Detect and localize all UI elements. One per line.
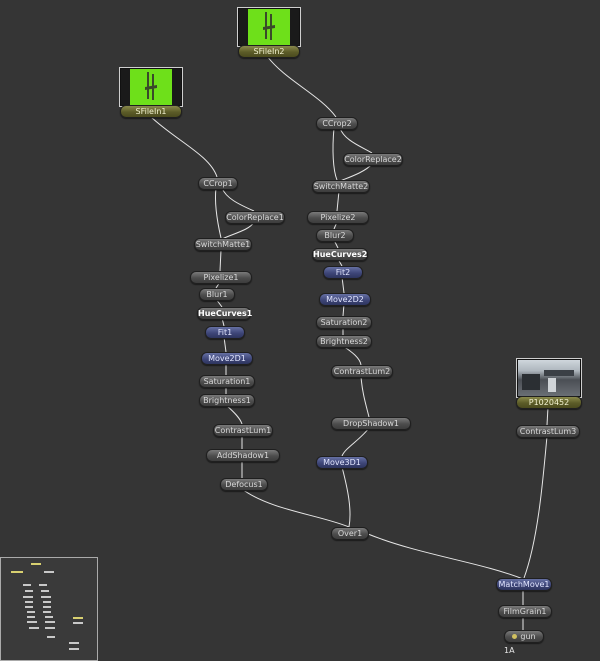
node-blur2[interactable]: Blur2 [316,229,354,242]
node-move2d2[interactable]: Move2D2 [319,293,371,306]
building-photo-thumbnail [518,360,580,396]
wire-brightness2-contrastlum2 [342,345,362,366]
node-contrastlum1[interactable]: ContrastLum1 [213,424,273,437]
p1020452-thumbnail[interactable] [516,358,582,398]
wire-switchmatte1-pixelize1 [219,249,222,272]
node-filmgrain1[interactable]: FilmGrain1 [498,605,552,618]
wire-contrastlum3-matchmove1 [523,435,548,579]
wire-switchmatte2-pixelize2 [336,190,340,212]
node-fit1[interactable]: Fit1 [205,326,245,339]
node-switchmatte2[interactable]: SwitchMatte2 [312,180,370,193]
wire-move2d2-saturation2 [342,303,345,317]
node-contrastlum3[interactable]: ContrastLum3 [516,425,580,438]
wire-over1-matchmove1 [367,533,524,580]
node-huecurves2[interactable]: HueCurves2 [312,248,368,261]
gun-icon [145,72,157,100]
wire-move3d1-over1 [341,466,351,528]
view-indicator-label: 1A [504,646,515,655]
wire-fit1-move2d1 [223,336,227,353]
wire-ccrop1-colorreplace1 [221,187,255,212]
saver-indicator-icon [512,634,518,639]
node-saturation2[interactable]: Saturation2 [316,316,372,329]
wire-defocus1-over1 [241,488,350,528]
node-switchmatte1[interactable]: SwitchMatte1 [194,238,252,251]
node-move2d1[interactable]: Move2D1 [201,352,253,365]
node-p1020452[interactable]: P1020452 [516,396,582,409]
navigator-minimap[interactable] [0,557,98,661]
node-defocus1[interactable]: Defocus1 [220,478,268,491]
node-huecurves1[interactable]: HueCurves1 [197,307,253,320]
node-dropshadow1[interactable]: DropShadow1 [331,417,411,430]
wire-sfilein1-ccrop1 [149,115,218,178]
green-screen-gun-thumbnail [121,69,181,105]
wire-ccrop2-colorreplace2 [339,127,373,154]
sfilein1-thumbnail[interactable] [119,67,183,107]
green-screen-gun-thumbnail [239,9,299,45]
node-over1[interactable]: Over1 [331,527,369,540]
wire-sfilein2-ccrop2 [266,55,337,118]
sfilein2-thumbnail[interactable] [237,7,301,47]
wire-brightness1-contrastlum1 [225,404,243,425]
wire-fit2-move2d2 [341,276,345,294]
wire-colorreplace1-switchmatte1 [221,221,255,240]
node-sfilein2[interactable]: SFileIn2 [238,45,300,58]
node-brightness1[interactable]: Brightness1 [199,394,255,407]
node-addshadow1[interactable]: AddShadow1 [206,449,280,462]
wire-ccrop2-switchmatte2 [332,127,338,181]
node-matchmove1[interactable]: MatchMove1 [496,578,552,591]
node-contrastlum2[interactable]: ContrastLum2 [331,365,393,378]
node-gun[interactable]: gun [504,630,544,643]
node-sfilein1[interactable]: SFileIn1 [120,105,182,118]
node-ccrop1[interactable]: CCrop1 [198,177,238,190]
node-colorreplace2[interactable]: ColorReplace2 [343,153,403,166]
node-move3d1[interactable]: Move3D1 [316,456,368,469]
wire-p1020452-contrastlum3 [546,406,549,426]
node-pixelize1[interactable]: Pixelize1 [190,271,252,284]
node-saturation1[interactable]: Saturation1 [199,375,255,388]
wire-contrastlum2-dropshadow1 [360,375,370,418]
gun-icon [263,12,275,40]
wire-colorreplace2-switchmatte2 [339,163,373,182]
wire-dropshadow1-move3d1 [341,427,370,457]
node-colorreplace1[interactable]: ColorReplace1 [225,211,285,224]
node-pixelize2[interactable]: Pixelize2 [307,211,369,224]
node-ccrop2[interactable]: CCrop2 [316,117,358,130]
node-blur1[interactable]: Blur1 [199,288,235,301]
wire-ccrop1-switchmatte1 [215,187,222,239]
node-brightness2[interactable]: Brightness2 [316,335,372,348]
node-fit2[interactable]: Fit2 [323,266,363,279]
